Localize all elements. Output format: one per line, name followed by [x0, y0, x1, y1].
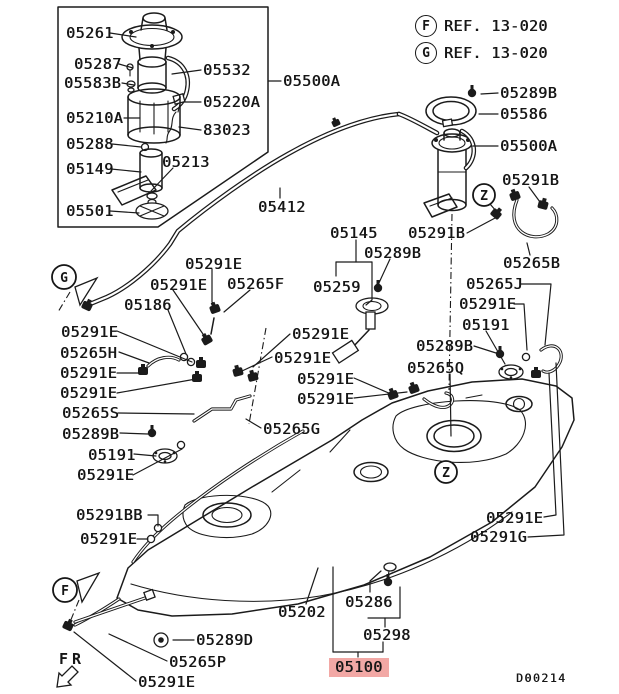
detail-inset-box [57, 6, 269, 228]
part-label-05287[interactable]: 05287 [74, 55, 122, 73]
part-label-05291E[interactable]: 05291E [459, 295, 517, 313]
f-flag-pennant [76, 571, 101, 604]
part-label-05412[interactable]: 05412 [258, 198, 306, 216]
part-label-05291E[interactable]: 05291E [60, 364, 118, 382]
fittings-and-hoses [61, 280, 563, 648]
part-label-05289B[interactable]: 05289B [62, 425, 120, 443]
reference-row-f: F REF. 13-020 [415, 15, 548, 37]
z-section-letter-upper: Z [480, 189, 488, 204]
part-label-05291E[interactable]: 05291E [185, 255, 243, 273]
part-label-05265J[interactable]: 05265J [466, 275, 524, 293]
g-flag-circle [51, 264, 77, 290]
part-label-05289B[interactable]: 05289B [364, 244, 422, 262]
part-label-05288[interactable]: 05288 [66, 135, 114, 153]
part-label-05191[interactable]: 05191 [462, 316, 510, 334]
part-label-05291BB[interactable]: 05291BB [76, 506, 143, 524]
part-label-05291G[interactable]: 05291G [470, 528, 528, 546]
z-section-letter-lower: Z [442, 466, 450, 481]
part-label-05265F[interactable]: 05265F [227, 275, 285, 293]
diagram-code: D00214 [516, 671, 567, 685]
fr-direction-arrow [56, 665, 79, 688]
reference-row-g: G REF. 13-020 [415, 42, 548, 64]
part-label-05501[interactable]: 05501 [66, 202, 114, 220]
part-label-05289B[interactable]: 05289B [416, 337, 474, 355]
part-label-05265H[interactable]: 05265H [60, 344, 118, 362]
part-label-05291E[interactable]: 05291E [274, 349, 332, 367]
part-label-05586[interactable]: 05586 [500, 105, 548, 123]
part-label-05291E[interactable]: 05291E [486, 509, 544, 527]
part-label-05100[interactable]: 05100 [329, 658, 389, 677]
part-label-05186[interactable]: 05186 [124, 296, 172, 314]
part-label-05291E[interactable]: 05291E [61, 323, 119, 341]
f-flag-circle [52, 577, 78, 603]
part-label-05291E[interactable]: 05291E [150, 276, 208, 294]
part-label-05265G[interactable]: 05265G [263, 420, 321, 438]
part-label-05289B[interactable]: 05289B [500, 84, 558, 102]
fuel-tank-drawing [73, 378, 575, 627]
g-ref-circle: G [415, 42, 437, 64]
fuel-line-05412-drawing [80, 111, 402, 312]
part-label-05500A[interactable]: 05500A [283, 72, 341, 90]
part-label-05583B[interactable]: 05583B [64, 74, 122, 92]
part-label-05145[interactable]: 05145 [330, 224, 378, 242]
part-label-05291B[interactable]: 05291B [502, 171, 560, 189]
g-ref-text: REF. 13-020 [444, 44, 548, 62]
pump-module-detail-drawing [111, 12, 191, 220]
part-label-05291E[interactable]: 05291E [138, 673, 196, 691]
f-ref-circle: F [415, 15, 437, 37]
part-label-05261[interactable]: 05261 [66, 24, 114, 42]
leader-lines [73, 32, 565, 682]
part-label-05202[interactable]: 05202 [278, 603, 326, 621]
part-label-05286[interactable]: 05286 [345, 593, 393, 611]
fuel-pump-assembly-drawing [396, 85, 559, 239]
part-label-05210A[interactable]: 05210A [66, 109, 124, 127]
part-label-05298[interactable]: 05298 [363, 626, 411, 644]
f-flag-letter: F [61, 584, 69, 599]
part-label-05213[interactable]: 05213 [162, 153, 210, 171]
part-label-05265P[interactable]: 05265P [169, 653, 227, 671]
z-section-circle-lower [434, 460, 458, 484]
part-label-05532[interactable]: 05532 [203, 61, 251, 79]
part-label-05220A[interactable]: 05220A [203, 93, 261, 111]
part-label-05291E[interactable]: 05291E [60, 384, 118, 402]
part-label-05500A[interactable]: 05500A [500, 137, 558, 155]
part-label-05265S[interactable]: 05265S [62, 404, 120, 422]
part-label-05191[interactable]: 05191 [88, 446, 136, 464]
part-label-05291E[interactable]: 05291E [292, 325, 350, 343]
g-flag-pennant [74, 276, 99, 307]
part-label-05291E[interactable]: 05291E [80, 530, 138, 548]
part-label-05265Q[interactable]: 05265Q [407, 359, 465, 377]
section-flags: G F Z Z [51, 183, 496, 688]
part-label-05291B[interactable]: 05291B [408, 224, 466, 242]
g-flag-letter: G [60, 271, 68, 286]
part-label-05291E[interactable]: 05291E [297, 370, 355, 388]
z-section-circle-upper [472, 183, 496, 207]
part-label-05289D[interactable]: 05289D [196, 631, 254, 649]
front-direction-label: FR [59, 650, 86, 668]
part-label-05259[interactable]: 05259 [313, 278, 361, 296]
part-label-05291E[interactable]: 05291E [297, 390, 355, 408]
part-label-83023[interactable]: 83023 [203, 121, 251, 139]
part-label-05149[interactable]: 05149 [66, 160, 114, 178]
f-ref-text: REF. 13-020 [444, 17, 548, 35]
part-label-05291E[interactable]: 05291E [77, 466, 135, 484]
part-label-05265B[interactable]: 05265B [503, 254, 561, 272]
